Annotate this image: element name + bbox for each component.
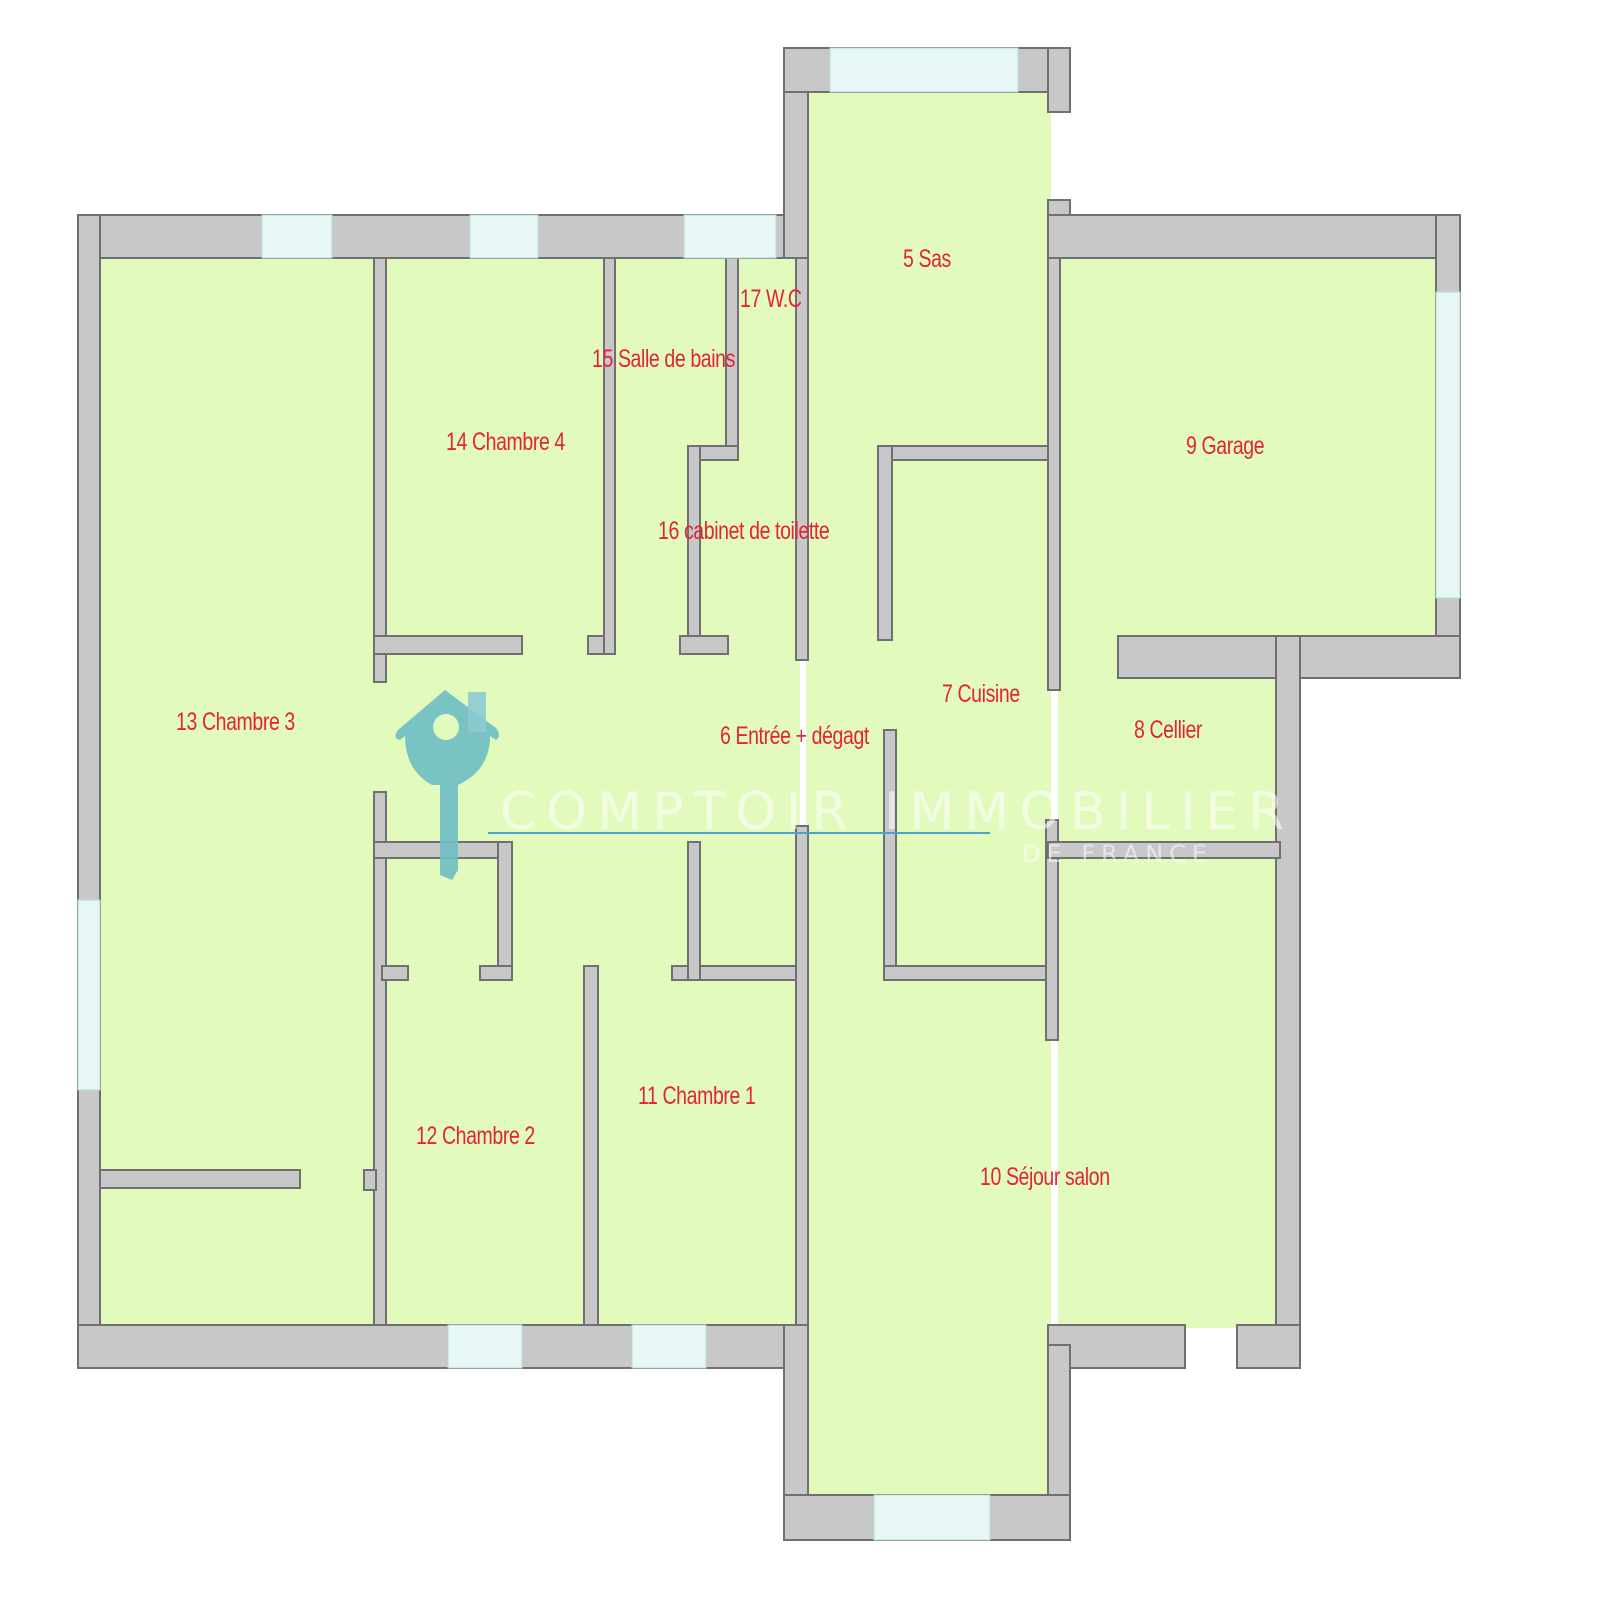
room-label-sejour-salon: 10 Séjour salon xyxy=(980,1163,1110,1191)
room-label-chambre-2: 12 Chambre 2 xyxy=(416,1122,535,1150)
room-label-sas: 5 Sas xyxy=(903,245,951,273)
floor-areas xyxy=(100,90,1438,1500)
room-label-cuisine: 7 Cuisine xyxy=(942,680,1020,708)
watermark-subtitle: DE FRANCE xyxy=(1022,840,1214,868)
windows xyxy=(77,47,1461,1541)
watermark-title: COMPTOIR IMMOBILIER xyxy=(500,782,1295,842)
key-house-icon xyxy=(395,690,499,880)
room-label-chambre-3: 13 Chambre 3 xyxy=(176,708,295,736)
room-label-salle-de-bains: 15 Salle de bains xyxy=(592,345,735,373)
room-label-entree: 6 Entrée + dégagt xyxy=(720,722,869,750)
room-label-wc: 17 W.C xyxy=(740,285,802,313)
room-label-cellier: 8 Cellier xyxy=(1134,716,1203,744)
room-label-garage: 9 Garage xyxy=(1186,432,1265,460)
room-label-chambre-1: 11 Chambre 1 xyxy=(638,1082,756,1110)
room-label-chambre-4: 14 Chambre 4 xyxy=(446,428,565,456)
room-label-cabinet-de-toilette: 16 cabinet de toilette xyxy=(658,517,830,545)
watermark-logo xyxy=(395,690,990,880)
